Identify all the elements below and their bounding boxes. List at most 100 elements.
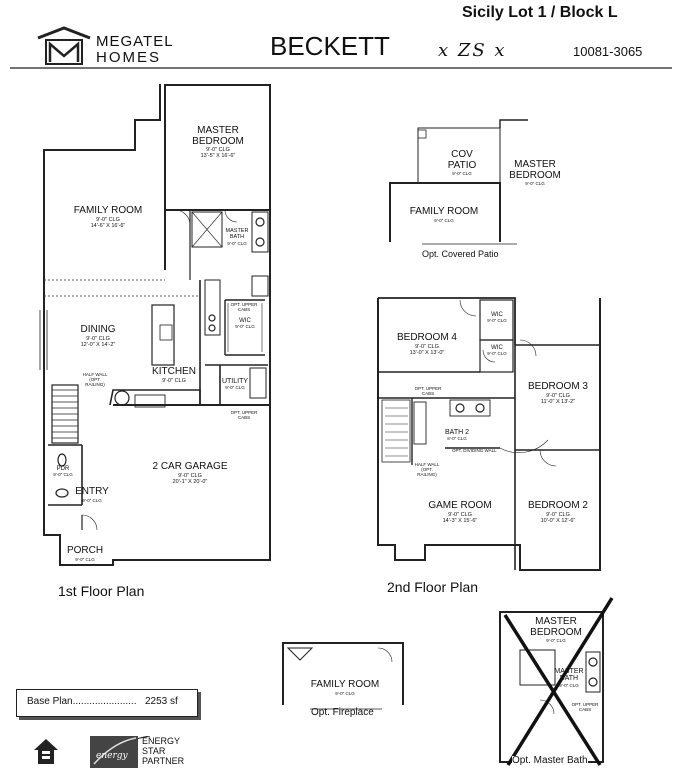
fireplace-family-name: FAMILY ROOM — [310, 679, 380, 690]
patio-cov-patio-name: COV PATIO — [447, 149, 477, 171]
optbath-bath-clg: 9'-0" CLG — [559, 682, 579, 688]
optbath-bath-name: MASTER BATH — [554, 668, 584, 683]
room-kitchen-clg: 9'-0" CLG — [162, 377, 186, 384]
optbath-upper-cabs: OPT. UPPER CABS — [571, 702, 599, 713]
room-master-bath: MASTER BATH 9'-0" CLG — [222, 228, 252, 246]
room-porch: PORCH 9'-0" CLG — [60, 545, 110, 562]
room-wic-upper-2-name: WIC — [491, 345, 503, 351]
room-dining-clg: 9'-0" CLG — [86, 335, 110, 342]
room-pdr-clg: 9'-0" CLG — [53, 472, 73, 478]
room-pdr-name: PDR — [56, 466, 70, 472]
room-wic-name: WIC — [239, 318, 251, 324]
patio-master-clg: 9'-0" CLG — [525, 181, 545, 186]
plan-number: 10081-3065 — [573, 44, 643, 59]
patio-room-family: FAMILY ROOM 9'-0" CLG — [400, 206, 488, 223]
room-bedroom-4-size: 13'-0" X 13'-0" — [409, 349, 445, 356]
first-floor-title: 1st Floor Plan — [58, 583, 145, 599]
room-master-bedroom-clg: 9'-0" CLG — [206, 147, 230, 153]
room-master-bath-name: MASTER BATH — [225, 228, 249, 240]
room-game-name: GAME ROOM — [428, 500, 492, 511]
room-wic-clg: 9'-0" CLG — [235, 324, 255, 330]
equal-housing-icon — [32, 737, 60, 765]
room-bedroom-3-name: BEDROOM 3 — [527, 381, 588, 392]
room-family-size: 14'-6" X 16'-6" — [90, 222, 126, 229]
room-utility: UTILITY 9'-0" CLG — [220, 378, 250, 391]
room-utility-clg: 9'-0" CLG — [225, 385, 245, 391]
energy-star-badge: energy ENERGY STAR PARTNER — [90, 736, 184, 768]
patio-family-name: FAMILY ROOM — [409, 206, 479, 217]
room-wic: WIC 9'-0" CLG — [230, 318, 260, 329]
lot-label: Sicily Lot 1 / Block L — [462, 4, 618, 21]
room-entry-clg: 9'-0" CLG — [82, 497, 102, 503]
room-master-bedroom-size: 13'-5" X 16'-6" — [200, 153, 236, 160]
second-floor-walls — [377, 297, 601, 571]
room-master-bath-clg: 9'-0" CLG — [227, 240, 247, 246]
room-garage-clg: 9'-0" CLG — [178, 472, 202, 479]
room-bedroom-4: BEDROOM 4 9'-0" CLG 13'-0" X 13'-0" — [392, 332, 462, 356]
room-bedroom-4-clg: 9'-0" CLG — [415, 343, 439, 350]
room-wic-upper-1-clg: 9'-0" CLG — [487, 318, 507, 324]
room-bedroom-4-name: BEDROOM 4 — [396, 332, 457, 343]
covered-patio-caption: Opt. Covered Patio — [422, 249, 499, 259]
room-pdr: PDR 9'-0" CLG — [50, 466, 76, 477]
room-game: GAME ROOM 9'-0" CLG 14'-3" X 15'-6" — [420, 500, 500, 524]
base-plan-value: 2253 sf — [145, 696, 178, 707]
fireplace-family-clg: 9'-0" CLG — [335, 690, 355, 696]
room-bath-2: BATH 2 8'-0" CLG — [440, 429, 474, 442]
room-garage: 2 CAR GARAGE 9'-0" CLG 20'-1" X 20'-0" — [140, 461, 240, 485]
room-wic-upper-1: WIC 9'-0" CLG — [482, 312, 512, 323]
room-bedroom-3-size: 11'-0" X 13'-2" — [540, 398, 576, 405]
energy-script-text: energy — [96, 751, 128, 761]
brand-name-line1: MEGATEL — [96, 33, 174, 50]
optbath-room-master: MASTER BEDROOM 9'-0" CLG — [520, 616, 592, 643]
covered-patio-walls — [389, 119, 528, 245]
room-bedroom-2: BEDROOM 2 9'-0" CLG 10'-0" X 12'-6" — [522, 500, 594, 524]
patio-master-name: MASTER BEDROOM — [509, 159, 561, 181]
plan-name-title: BECKETT — [270, 31, 390, 61]
room-porch-name: PORCH — [66, 545, 104, 556]
energy-star-line2: STAR — [142, 746, 166, 756]
room-bath-2-clg: 8'-0" CLG — [447, 436, 467, 442]
master-bath-caption: Opt. Master Bath — [512, 755, 588, 766]
room-bedroom-2-size: 10'-0" X 12'-6" — [540, 517, 576, 524]
room-entry: ENTRY 9'-0" CLG — [74, 486, 110, 503]
room-family-clg: 9'-0" CLG — [96, 216, 120, 223]
optbath-master-name: MASTER BEDROOM — [530, 616, 582, 638]
fireplace-walls — [282, 642, 404, 710]
fireplace-room-family: FAMILY ROOM 9'-0" CLG — [300, 679, 390, 696]
base-plan-label: Base Plan....................... — [27, 696, 137, 707]
note-half-wall-1: HALF WALL (OPT. RAILING) — [82, 372, 108, 388]
room-utility-name: UTILITY — [221, 378, 249, 385]
room-wic-upper-1-name: WIC — [491, 312, 503, 318]
second-floor-title: 2nd Floor Plan — [387, 579, 479, 595]
first-floor-walls — [39, 84, 271, 566]
room-bedroom-3: BEDROOM 3 9'-0" CLG 11'-0" X 13'-2" — [522, 381, 594, 405]
energy-star-line3: PARTNER — [142, 756, 185, 766]
room-bedroom-3-clg: 9'-0" CLG — [546, 392, 570, 399]
optbath-room-bath: MASTER BATH 9'-0" CLG — [552, 668, 586, 688]
room-game-clg: 9'-0" CLG — [448, 511, 472, 518]
room-dining-name: DINING — [80, 324, 116, 335]
energy-star-line1: ENERGY — [142, 736, 181, 746]
patio-family-clg: 9'-0" CLG — [434, 217, 454, 223]
patio-room-master: MASTER BEDROOM 9'-0" CLG — [505, 159, 565, 186]
room-wic-upper-2: WIC 9'-0" CLG — [482, 345, 512, 356]
patio-cov-patio-clg: 9'-0" CLG — [452, 171, 472, 176]
room-bedroom-2-name: BEDROOM 2 — [527, 500, 588, 511]
note-half-wall-2: HALF WALL (OPT. RAILING) — [414, 462, 440, 478]
room-porch-clg: 9'-0" CLG — [75, 556, 95, 562]
room-game-size: 14'-3" X 15'-6" — [442, 517, 478, 524]
note-upper-cabs-3: OPT. UPPER CABS — [414, 386, 442, 397]
note-dividing-wall: OPT. DIVIDING WALL — [452, 448, 497, 453]
room-bath-2-name: BATH 2 — [445, 429, 469, 436]
room-dining: DINING 9'-0" CLG 12'-0" X 14'-2" — [67, 324, 129, 348]
room-family: FAMILY ROOM 9'-0" CLG 14'-6" X 16'-6" — [62, 205, 154, 229]
optbath-master-clg: 9'-0" CLG — [546, 638, 566, 643]
room-master-bedroom: MASTER BEDROOM 9'-0" CLG 13'-5" X 16'-6" — [182, 125, 254, 160]
brand-name-line2: HOMES — [96, 49, 162, 66]
room-dining-size: 12'-0" X 14'-2" — [80, 341, 116, 348]
room-garage-size: 20'-1" X 20'-0" — [172, 478, 208, 485]
room-family-name: FAMILY ROOM — [73, 205, 143, 216]
note-upper-cabs-1: OPT. UPPER CABS — [230, 302, 258, 313]
